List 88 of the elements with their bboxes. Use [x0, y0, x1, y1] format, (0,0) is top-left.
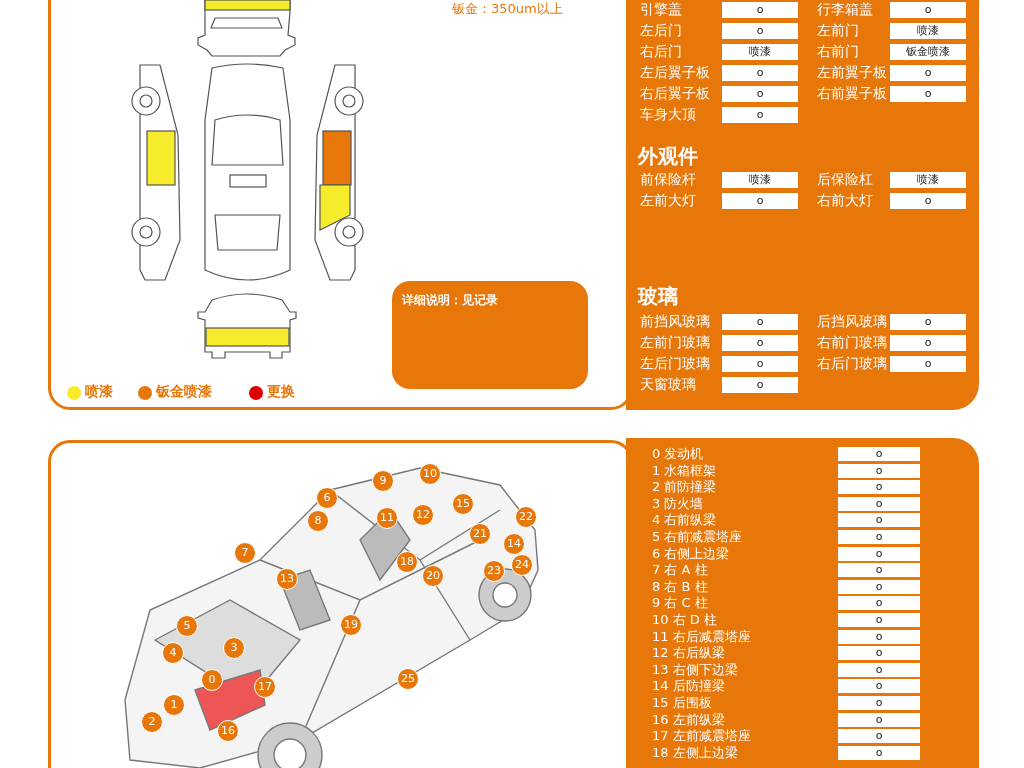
status-field: o	[722, 193, 798, 209]
callout-number: 9	[372, 470, 394, 492]
status-field: o	[890, 356, 966, 372]
status-field: 喷漆	[890, 172, 966, 188]
part-label: 左前翼子板	[817, 64, 887, 81]
part-label: 16 左前纵梁	[652, 711, 725, 728]
part-label: 左后翼子板	[640, 64, 710, 81]
threshold-note: 钣金：350um以上	[452, 0, 563, 18]
part-label: 1 水箱框架	[652, 462, 717, 479]
callout-number: 6	[316, 487, 338, 509]
part-label: 左后门玻璃	[640, 355, 710, 372]
status-field: o	[838, 563, 920, 578]
status-field: o	[890, 193, 966, 209]
part-label: 8 右 B 柱	[652, 578, 708, 595]
part-label: 前保险杆	[640, 171, 696, 188]
status-field: o	[890, 65, 966, 81]
status-field: o	[722, 377, 798, 393]
callout-number: 7	[234, 542, 256, 564]
part-label: 右后门玻璃	[817, 355, 887, 372]
part-label: 天窗玻璃	[640, 376, 696, 393]
part-label: 车身大顶	[640, 106, 696, 123]
status-field: o	[722, 65, 798, 81]
status-field: 钣金喷漆	[890, 44, 966, 60]
status-field: o	[838, 696, 920, 710]
part-label: 右前大灯	[817, 192, 873, 209]
part-label: 14 后防撞梁	[652, 678, 725, 695]
part-label: 6 右侧上边梁	[652, 545, 730, 562]
part-label: 后挡风玻璃	[817, 313, 887, 330]
part-label: 右前翼子板	[817, 85, 887, 102]
note-text: 详细说明：见记录	[402, 292, 498, 309]
status-field: o	[838, 447, 920, 461]
legend-label: 更换	[267, 383, 295, 401]
status-field: o	[838, 646, 920, 661]
part-label: 10 右 D 柱	[652, 612, 717, 628]
status-field: o	[722, 356, 798, 372]
status-field: o	[722, 2, 798, 18]
part-label: 行李箱盖	[817, 1, 873, 18]
part-label: 左后门	[640, 22, 682, 39]
part-label: 13 右侧下边梁	[652, 661, 738, 678]
callout-number: 22	[515, 506, 537, 528]
status-field: 喷漆	[722, 44, 798, 60]
status-field: o	[890, 335, 966, 351]
status-field: 喷漆	[722, 172, 798, 188]
part-label: 3 防火墙	[652, 495, 704, 512]
status-field: o	[890, 86, 966, 102]
part-label: 15 后围板	[652, 695, 712, 711]
status-field: o	[722, 335, 798, 351]
status-field: o	[722, 23, 798, 39]
status-field: 喷漆	[890, 23, 966, 39]
part-label: 左前门	[817, 22, 859, 39]
status-field: o	[838, 596, 920, 611]
note-box	[392, 281, 588, 389]
callout-number: 25	[397, 668, 419, 690]
part-label: 右后门	[640, 43, 682, 60]
status-field: o	[722, 86, 798, 102]
part-label: 17 左前减震塔座	[652, 728, 751, 745]
legend-label: 喷漆	[85, 383, 113, 401]
part-label: 引擎盖	[640, 1, 682, 18]
part-label: 右前门	[817, 43, 859, 60]
part-label: 9 右 C 柱	[652, 595, 708, 612]
status-field: o	[890, 2, 966, 18]
part-label: 左前门玻璃	[640, 334, 710, 351]
part-label: 后保险杠	[817, 171, 873, 188]
part-label: 7 右 A 柱	[652, 562, 708, 579]
legend-label: 钣金喷漆	[156, 383, 212, 401]
part-label: 5 右前减震塔座	[652, 529, 743, 545]
status-field: o	[890, 314, 966, 330]
status-field: o	[722, 314, 798, 330]
status-field: o	[838, 530, 920, 544]
status-field: o	[722, 107, 798, 123]
status-field: o	[838, 480, 920, 495]
status-field: o	[838, 679, 920, 694]
part-label: 18 左侧上边梁	[652, 744, 738, 761]
part-label: 0 发动机	[652, 446, 704, 462]
part-label: 右后翼子板	[640, 85, 710, 102]
part-label: 2 前防撞梁	[652, 479, 717, 496]
part-label: 11 右后减震塔座	[652, 628, 751, 645]
status-field: o	[838, 613, 920, 627]
part-label: 4 右前纵梁	[652, 512, 717, 529]
part-label: 12 右后纵梁	[652, 645, 725, 662]
section-heading: 玻璃	[638, 283, 678, 310]
section-heading: 外观件	[638, 143, 698, 170]
part-label: 左前大灯	[640, 192, 696, 209]
status-field: o	[838, 729, 920, 744]
callout-number: 10	[419, 463, 441, 485]
status-field: o	[838, 513, 920, 528]
part-label: 右前门玻璃	[817, 334, 887, 351]
part-label: 前挡风玻璃	[640, 313, 710, 330]
